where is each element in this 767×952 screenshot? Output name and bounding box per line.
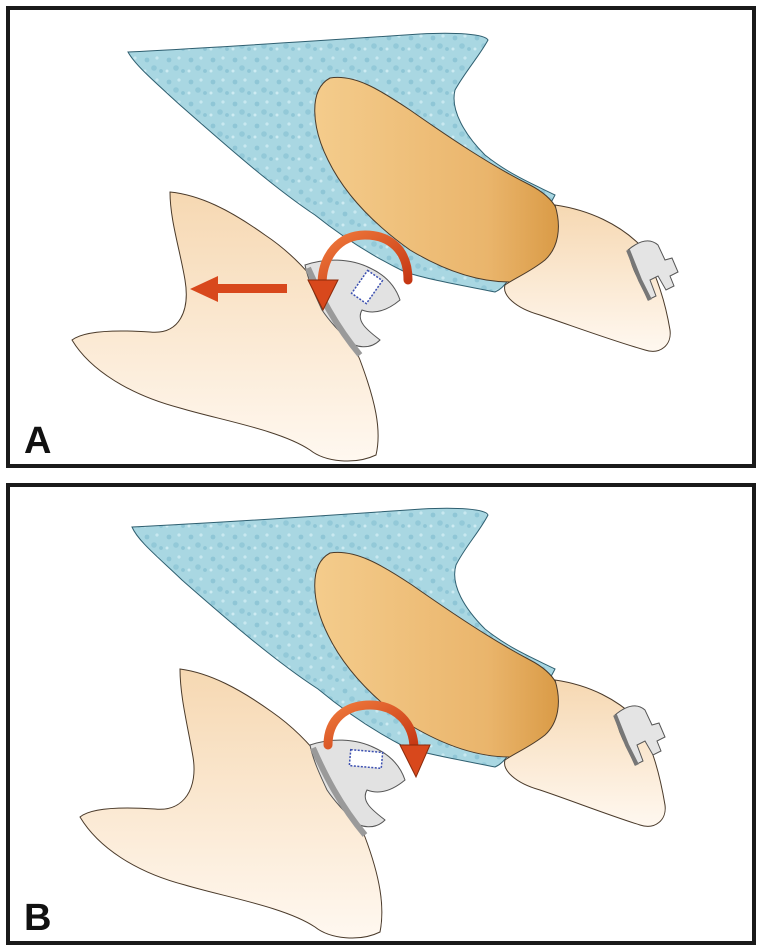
upper-bracket: [626, 240, 679, 301]
translation-arrow: [190, 276, 287, 302]
rotation-arrow: [317, 230, 413, 290]
panel-a: A: [6, 6, 756, 468]
archwire-slot: [348, 748, 384, 770]
rotation-arrow-head: [399, 744, 431, 779]
panel-label-a: A: [24, 420, 52, 462]
upper-bracket: [613, 705, 666, 766]
diagram-b: [79, 507, 666, 939]
panel-b: B: [6, 483, 756, 945]
lower-incisor: [71, 191, 379, 462]
lower-incisor: [79, 668, 383, 939]
diagram-a: [71, 32, 679, 462]
archwire-slot: [350, 269, 384, 305]
rotation-arrow-head: [307, 279, 339, 312]
panel-label-b: B: [24, 897, 52, 939]
rotation-arrow: [323, 700, 419, 754]
